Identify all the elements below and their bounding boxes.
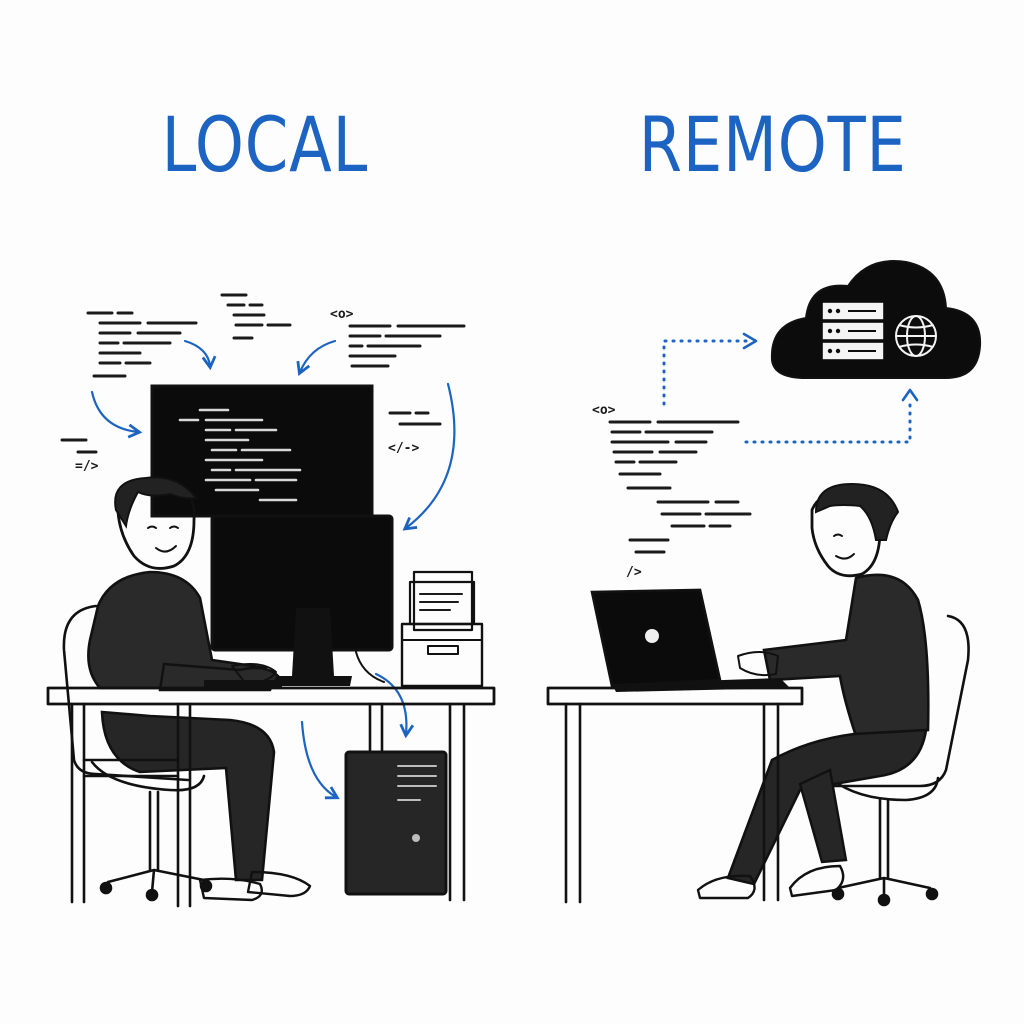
laptop (590, 588, 790, 692)
monitor-base (270, 676, 352, 686)
remote-scene: <o> /> (546, 260, 982, 907)
code-tag-c: =/> (75, 459, 99, 474)
arrow-icon (374, 672, 415, 739)
remote-arrows (662, 339, 912, 444)
code-snippet-left (86, 311, 198, 378)
sync-arrow-icon (744, 398, 912, 444)
local-scene: <o> =/> </-> (46, 293, 496, 908)
heading-local: LOCAL (161, 100, 369, 189)
remote-hair (814, 482, 900, 541)
globe-icon (895, 315, 937, 357)
arrow-icon (90, 390, 143, 439)
remote-person (696, 482, 930, 900)
code-tag-a: <o> (330, 307, 354, 322)
heading-remote: REMOTE (638, 100, 907, 189)
server-icon (821, 301, 885, 361)
logo-icon (645, 629, 659, 643)
front-monitor (210, 514, 394, 686)
local-torso (87, 570, 272, 690)
arrow-icon (183, 339, 217, 371)
local-person (87, 476, 312, 902)
code-tag-d: </-> (388, 441, 419, 456)
arrow-icon (296, 339, 337, 376)
local-arrows (90, 339, 456, 800)
code-snippet-side (60, 411, 442, 454)
code-snippet-remote (608, 420, 752, 554)
code-snippet-right (348, 324, 466, 368)
local-legs (100, 710, 276, 882)
remote-chair (824, 614, 970, 907)
local-desk (46, 680, 496, 908)
remote-desk (546, 686, 804, 904)
code-tag-f: /> (626, 565, 642, 580)
code-snippet-top (220, 293, 292, 340)
remote-torso (762, 573, 930, 738)
keyboard (204, 680, 282, 688)
local-hair (114, 476, 198, 529)
cloud-icon (770, 260, 982, 379)
remote-desktop-surface (546, 686, 804, 706)
monitor-stand (292, 608, 334, 676)
upload-arrow-icon (662, 339, 754, 406)
file-box (400, 570, 484, 688)
power-button-icon (412, 834, 420, 842)
back-monitor-code (178, 408, 302, 502)
pc-tower (344, 750, 448, 896)
code-tag-e: <o> (592, 403, 616, 418)
arrow-icon (402, 382, 456, 531)
arrow-icon (300, 720, 340, 800)
